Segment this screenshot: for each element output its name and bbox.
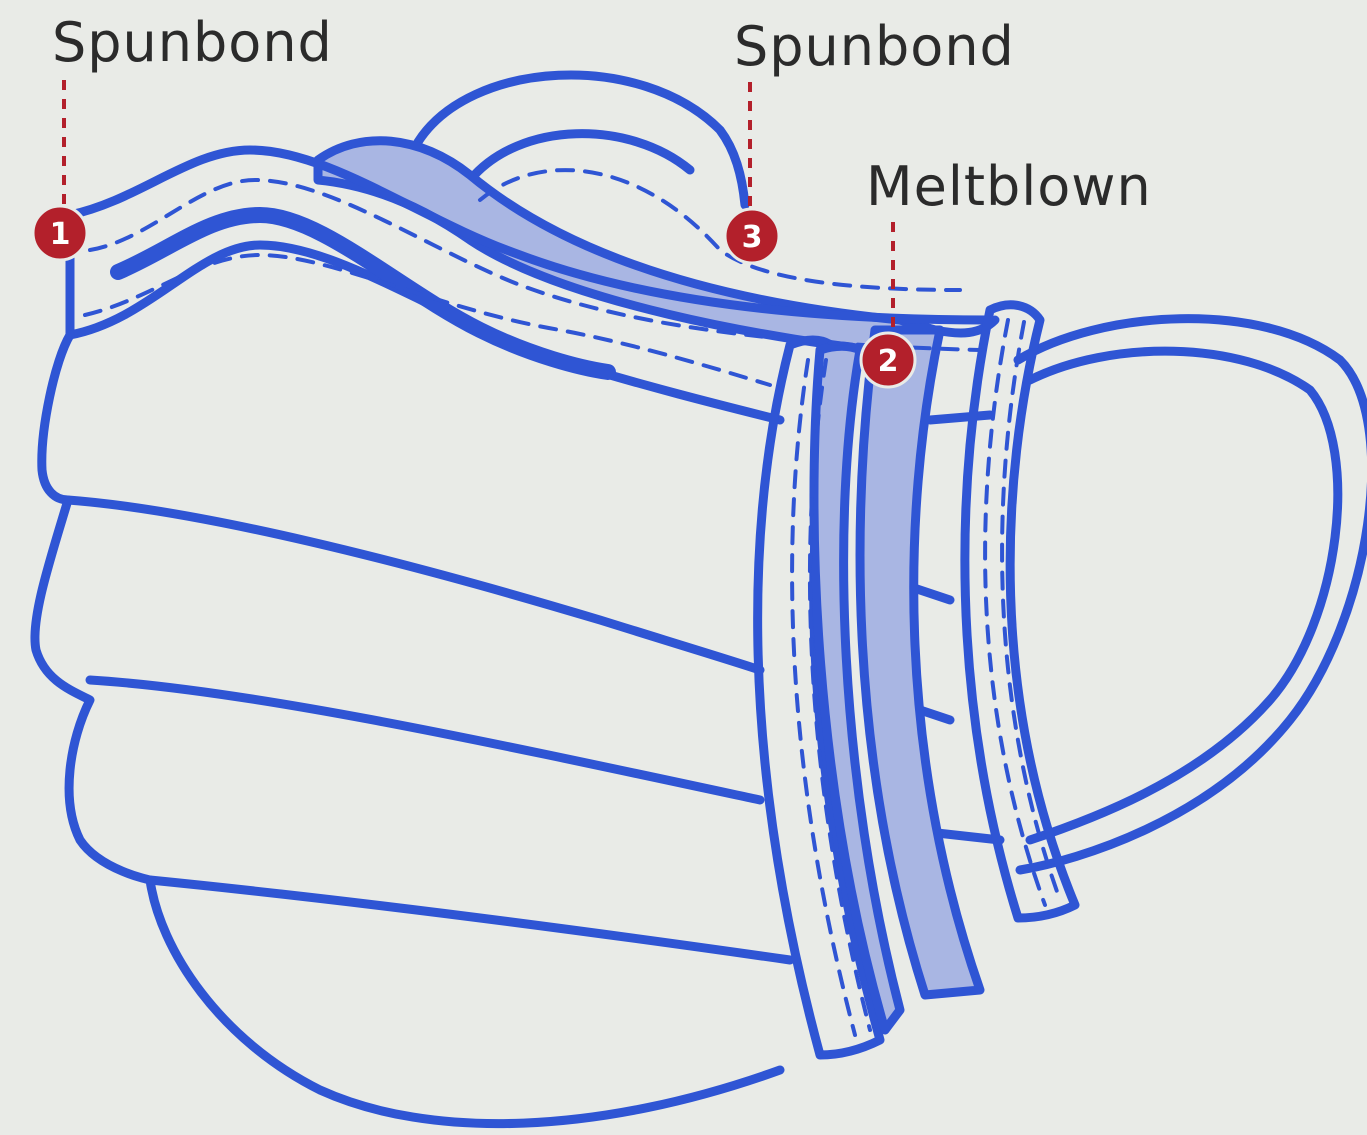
pleat-2	[90, 680, 760, 800]
marker-3-number: 3	[742, 220, 763, 255]
rear-ear-loop-inner	[470, 134, 690, 180]
layer-label-spunbond-outer: Spunbond	[52, 16, 333, 70]
pleat-1	[68, 500, 760, 670]
marker-3: 3	[725, 209, 779, 263]
meltblown-sheet	[318, 141, 935, 355]
side-line-top	[930, 415, 990, 420]
marker-1: 1	[33, 206, 87, 260]
pleat-3	[150, 880, 790, 960]
marker-1-number: 1	[50, 217, 71, 252]
marker-2-number: 2	[878, 344, 899, 379]
layer-label-spunbond-inner: Spunbond	[734, 20, 1015, 74]
layer-label-meltblown: Meltblown	[866, 160, 1152, 214]
front-ear-loop-inner	[1030, 351, 1338, 840]
marker-2: 2	[861, 333, 915, 387]
top-binding-lower	[70, 245, 780, 420]
